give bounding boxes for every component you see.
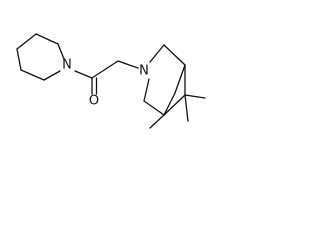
carbonyl-oxygen-label: O (89, 94, 99, 109)
bond-c4-c5 (143, 100, 165, 116)
piperidine-nitrogen-label: N (62, 58, 72, 73)
bond-pip-c4-c5 (16, 48, 22, 71)
bond-pip-c6-n (43, 70, 61, 81)
bond-ch2-n (117, 60, 139, 69)
bond-n-carbonyl (74, 70, 93, 79)
azabicyclic-core (143, 44, 186, 116)
bond-pip-c3-c4 (16, 33, 37, 50)
bond-c2-c1 (163, 44, 186, 66)
amide-linker (74, 60, 139, 95)
molecule-structure: N O N (16, 33, 206, 129)
methyl-groups (149, 94, 206, 129)
bond-c5-methyl (149, 114, 165, 129)
bond-c7-methyl-b (184, 94, 189, 122)
bond-n-c2 (149, 44, 165, 63)
bond-pip-c2-c3 (35, 33, 59, 45)
bond-c8-c5 (163, 92, 176, 116)
bond-c5-c7 (163, 94, 186, 116)
bond-c7-methyl-a (184, 94, 206, 99)
bicyclic-nitrogen-label: N (139, 64, 149, 79)
atom-labels: N O N (62, 58, 149, 109)
piperidine-ring (16, 33, 65, 81)
bond-carbonyl-ch2 (91, 60, 119, 79)
bond-c1-c8 (174, 64, 186, 94)
bond-pip-c5-c6 (20, 69, 45, 81)
bond-n-c4 (143, 78, 150, 102)
bond-pip-n-c2 (57, 43, 65, 60)
